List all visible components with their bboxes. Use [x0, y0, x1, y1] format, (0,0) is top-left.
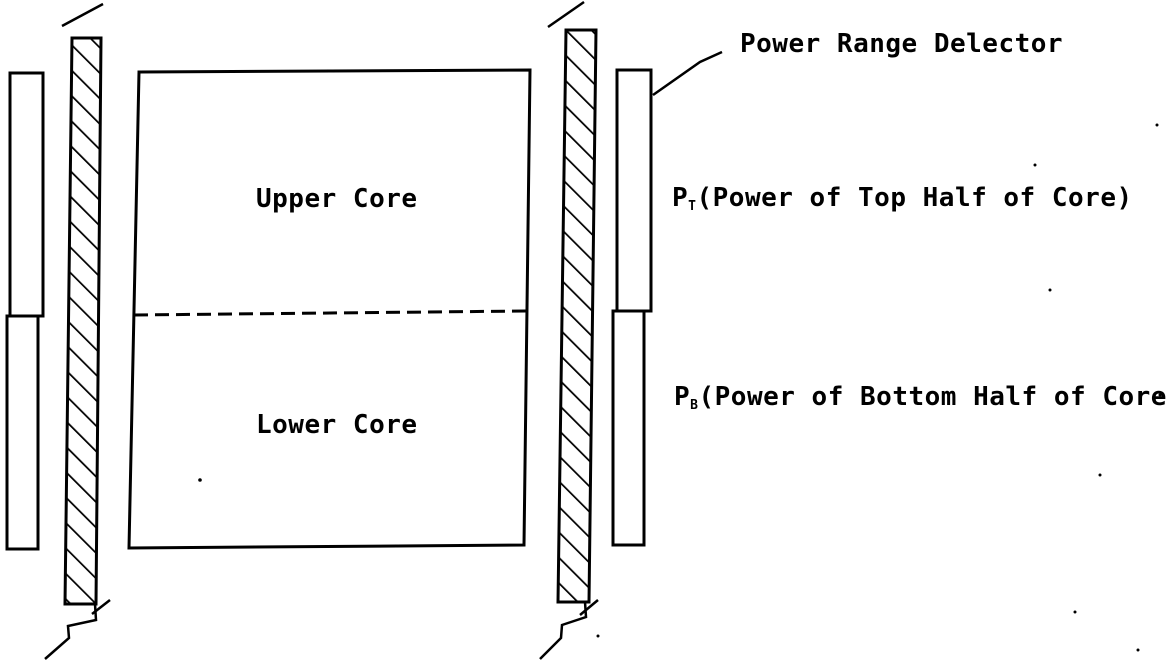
lower-core-label: Lower Core: [256, 410, 418, 440]
right-detector-upper-section: [615, 68, 653, 313]
bottom-power-subscript: B: [690, 398, 699, 413]
bottom-power-symbol: P: [674, 382, 691, 412]
left-detector-upper-section: [8, 71, 45, 318]
detector-leader-line: [652, 50, 723, 97]
scan-specks: [198, 123, 1162, 652]
core-box: [127, 68, 532, 550]
top-power-description: (Power of Top Half of Core): [696, 183, 1133, 213]
top-power-symbol: P: [672, 183, 689, 213]
bottom-power-label: PB(Power of Bottom Half of Core): [674, 384, 1166, 412]
right-shield-wall: [539, 0, 599, 660]
left-detector: [5, 71, 45, 551]
right-detector: [611, 68, 653, 547]
top-power-label: PT(Power of Top Half of Core): [672, 185, 1133, 213]
left-shield-wall: [44, 2, 111, 660]
core-midline: [133, 309, 527, 317]
top-power-subscript: T: [688, 199, 697, 214]
right-detector-lower-section: [611, 309, 646, 547]
power-range-detector-label: Power Range Delector: [740, 29, 1064, 59]
upper-core-label: Upper Core: [256, 184, 418, 214]
bottom-power-description: (Power of Bottom Half of Core): [698, 382, 1166, 412]
left-detector-lower-section: [5, 314, 40, 551]
